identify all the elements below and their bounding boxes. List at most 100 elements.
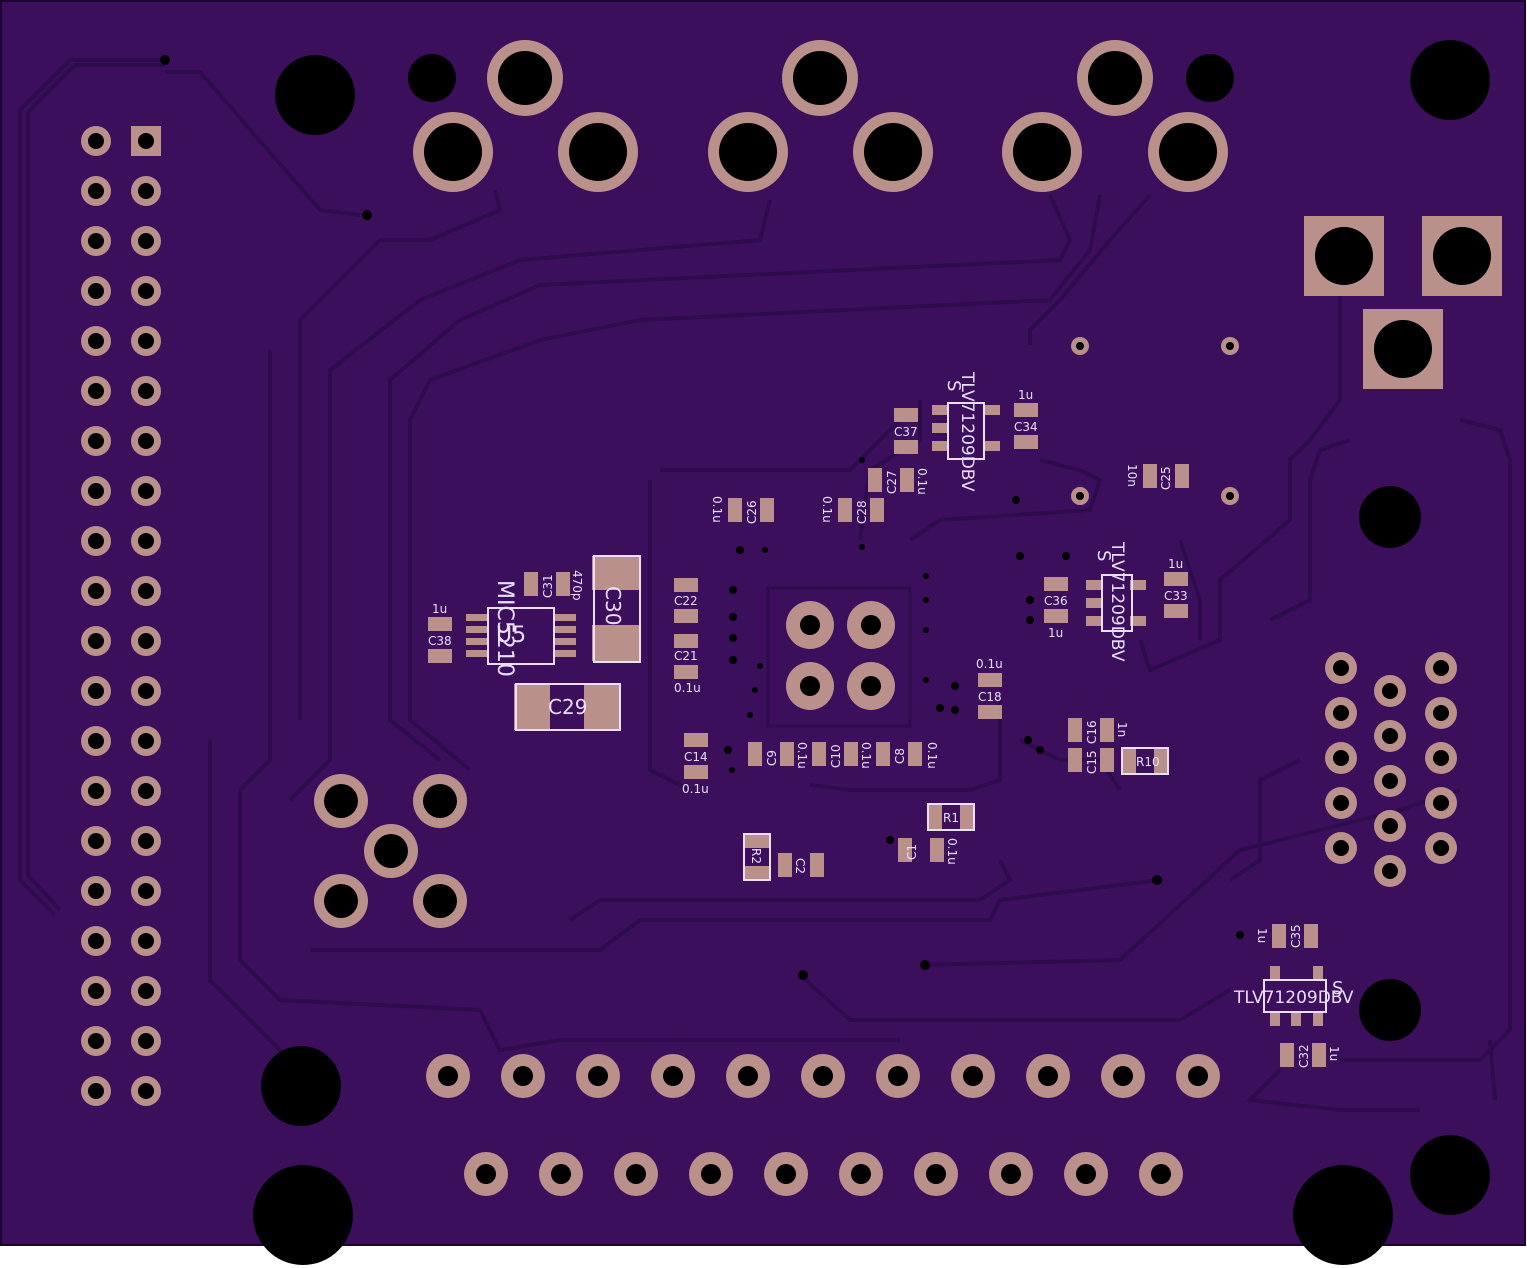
label-reg-bottom: TLV71209DBV bbox=[1233, 988, 1354, 1008]
connector-pin-hole bbox=[1433, 840, 1449, 856]
bottom-pin-hole bbox=[738, 1066, 758, 1086]
label-u5: U5 bbox=[496, 623, 526, 648]
header-pin-hole bbox=[88, 733, 104, 749]
copper-traces bbox=[18, 58, 1512, 1112]
mount-hole-right-mid bbox=[1359, 486, 1421, 548]
mount-hole-bottom-left-1 bbox=[261, 1046, 341, 1126]
header-pin-hole bbox=[138, 433, 154, 449]
header-pin-hole bbox=[138, 833, 154, 849]
header-pin-hole bbox=[88, 533, 104, 549]
label-c30: C30 bbox=[601, 586, 625, 625]
header-pin-hole bbox=[138, 883, 154, 899]
connector-pin-hole bbox=[1333, 795, 1349, 811]
mount-hole-top-left bbox=[275, 55, 355, 135]
bottom-pin-hole bbox=[588, 1066, 608, 1086]
header-pin-hole bbox=[88, 933, 104, 949]
header-pin-hole bbox=[88, 583, 104, 599]
vias bbox=[160, 55, 1244, 980]
label-reg-mid: TLV71209DBV bbox=[1107, 541, 1127, 662]
label-c14: C14 bbox=[684, 750, 708, 764]
value-c27: 0.1u bbox=[915, 468, 929, 495]
connector-pin-hole bbox=[1382, 728, 1398, 744]
label-c18: C18 bbox=[978, 690, 1002, 704]
value-c38: 1u bbox=[432, 602, 447, 616]
header-pin-hole bbox=[88, 983, 104, 999]
bottom-pin-hole bbox=[851, 1164, 871, 1184]
label-c35: C35 bbox=[1289, 924, 1303, 948]
center-pad-block bbox=[766, 586, 912, 728]
header-pin-hole bbox=[138, 633, 154, 649]
connector-pin-hole bbox=[1433, 660, 1449, 676]
connector-pin-hole bbox=[1433, 795, 1449, 811]
header-pin-hole bbox=[138, 783, 154, 799]
bottom-pin-hole bbox=[1038, 1066, 1058, 1086]
header-pin-hole bbox=[138, 383, 154, 399]
header-pin-hole bbox=[138, 1033, 154, 1049]
header-pin-hole bbox=[88, 333, 104, 349]
header-pin-hole bbox=[88, 783, 104, 799]
bottom-pin-hole bbox=[1076, 1164, 1096, 1184]
header-pin-hole bbox=[138, 133, 154, 149]
label-c1: C1 bbox=[905, 844, 919, 860]
header-pin-hole bbox=[88, 383, 104, 399]
gpio-header bbox=[81, 126, 161, 1106]
bottom-pin-hole bbox=[776, 1164, 796, 1184]
value-c8: 0.1u bbox=[925, 742, 939, 769]
header-pin-hole bbox=[88, 483, 104, 499]
value-c14: 0.1u bbox=[682, 782, 709, 796]
value-c26: 0.1u bbox=[710, 496, 724, 523]
header-pin-hole bbox=[138, 333, 154, 349]
bottom-pin-hole bbox=[551, 1164, 571, 1184]
header-pin-hole bbox=[88, 1083, 104, 1099]
connector-pin-hole bbox=[1333, 660, 1349, 676]
header-pin-hole bbox=[138, 733, 154, 749]
bottom-pin-hole bbox=[626, 1164, 646, 1184]
smd-parts bbox=[428, 403, 1326, 1067]
value-c18: 0.1u bbox=[976, 657, 1003, 671]
mount-hole-bottom-right-2 bbox=[1410, 1135, 1490, 1215]
label-c25: C25 bbox=[1159, 466, 1173, 490]
label-c16: C16 bbox=[1085, 720, 1099, 744]
label-c38: C38 bbox=[428, 634, 452, 648]
header-pin-hole bbox=[138, 233, 154, 249]
mount-hole-bottom-left-2 bbox=[253, 1165, 353, 1265]
mount-hole-top-right bbox=[1410, 40, 1490, 120]
label-c2: C2 bbox=[793, 858, 807, 874]
header-pin-hole bbox=[138, 1083, 154, 1099]
label-c33: C33 bbox=[1164, 589, 1188, 603]
power-jack-pads bbox=[1304, 216, 1502, 389]
label-c9: C9 bbox=[765, 750, 779, 766]
value-c35: 1u bbox=[1255, 928, 1269, 943]
label-r2: R2 bbox=[749, 848, 763, 864]
label-c37: C37 bbox=[894, 425, 918, 439]
header-pin-hole bbox=[88, 133, 104, 149]
header-pin-hole bbox=[88, 283, 104, 299]
mount-hole-bottom-right-1 bbox=[1293, 1165, 1393, 1265]
header-pin-hole bbox=[88, 433, 104, 449]
value-c10: 0.1u bbox=[859, 742, 873, 769]
label-c22: C22 bbox=[674, 594, 698, 608]
label-c34: C34 bbox=[1014, 420, 1038, 434]
right-connector bbox=[1325, 652, 1457, 887]
ref-reg-mid: S bbox=[1093, 550, 1114, 561]
connector-pin-hole bbox=[1382, 863, 1398, 879]
header-pin-hole bbox=[88, 633, 104, 649]
header-pin-hole bbox=[88, 883, 104, 899]
label-mic5210: MIC5210 bbox=[492, 580, 517, 677]
header-pin-hole bbox=[138, 483, 154, 499]
label-c27: C27 bbox=[885, 470, 899, 494]
connector-pin-hole bbox=[1433, 750, 1449, 766]
header-pin-hole bbox=[88, 233, 104, 249]
value-c1: 0.1u bbox=[945, 838, 959, 865]
value-c28: 0.1u bbox=[820, 496, 834, 523]
header-pin-hole bbox=[138, 283, 154, 299]
jack-pads-left bbox=[314, 774, 467, 928]
label-c29: C29 bbox=[548, 695, 587, 719]
mount-hole-right-low bbox=[1359, 979, 1421, 1041]
bottom-pin-hole bbox=[663, 1066, 683, 1086]
header-pin-hole bbox=[138, 183, 154, 199]
label-c10: C10 bbox=[829, 744, 843, 768]
bottom-pin-hole bbox=[888, 1066, 908, 1086]
